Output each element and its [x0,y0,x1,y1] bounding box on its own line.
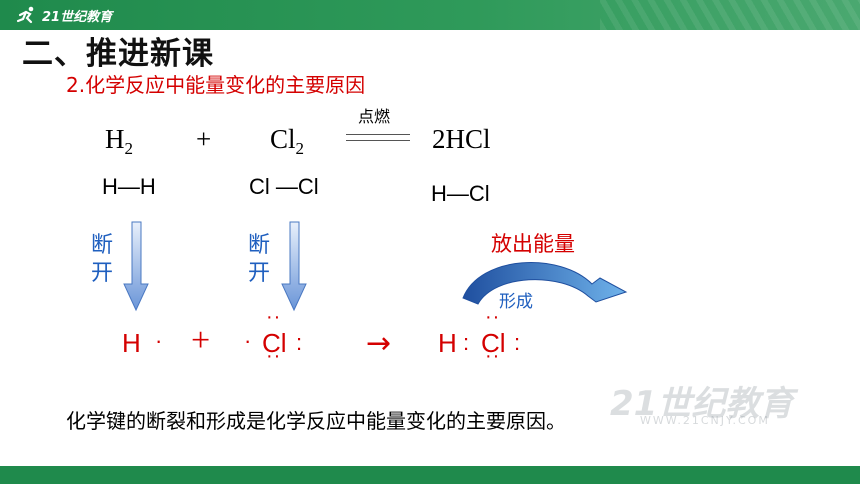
background-watermark: 21世纪教育 [610,384,794,424]
down-arrow-1-icon [123,221,149,312]
product-pair-right: : [514,330,521,355]
bond-cl-cl: Cl —Cl [249,174,319,199]
logo-text: 21世纪教育 [42,9,113,25]
equation-line-top [346,134,410,135]
slide-title: 二、推进新课 [22,36,214,72]
cl-atom: Cl [262,328,287,358]
reaction-arrow: → [366,326,392,361]
footer-bar [0,466,860,484]
break-label-1: 断开 [91,233,114,286]
runner-logo-icon [16,6,34,24]
bond-h-cl: H—Cl [431,181,490,206]
plus-sign: + [196,124,212,154]
bond-h-h: H—H [102,174,156,199]
break-label-2: 断开 [248,233,271,286]
equation-line-bottom [346,140,410,141]
product-pair-bottom: ·· [485,345,501,367]
electron-dot: · [244,328,252,353]
electron-pair-right: : [296,330,303,355]
conclusion-text: 化学键的断裂和形成是化学反应中能量变化的主要原因。 [66,409,566,433]
product-cl-atom: Cl [481,328,506,358]
electron-pair-bottom: ·· [266,345,282,367]
form-label: 形成 [499,292,533,312]
down-arrow-2-icon [281,221,307,312]
electron-dot: · [155,328,163,353]
slide-subtitle: 2.化学反应中能量变化的主要原因 [66,73,366,97]
shared-pair: : [463,330,470,355]
logo: 21世纪教育 [16,4,112,26]
release-energy-label: 放出能量 [491,232,575,256]
product-pair-top: ·· [485,306,501,328]
reaction-condition: 点燃 [358,107,391,126]
background-watermark-url: WWW.21CNJY.COM [640,414,770,427]
reactant-h2: H2 [105,124,133,158]
product-hcl: 2HCl [432,124,491,154]
header-pattern [600,0,860,30]
curved-arrow-icon [462,262,628,305]
h-atom: H [122,328,141,358]
electron-pair-top: ·· [266,306,282,328]
electron-plus: + [191,322,211,359]
header-bar: 21世纪教育 [0,0,860,30]
reactant-cl2: Cl2 [270,124,305,158]
product-h-atom: H [438,328,457,358]
